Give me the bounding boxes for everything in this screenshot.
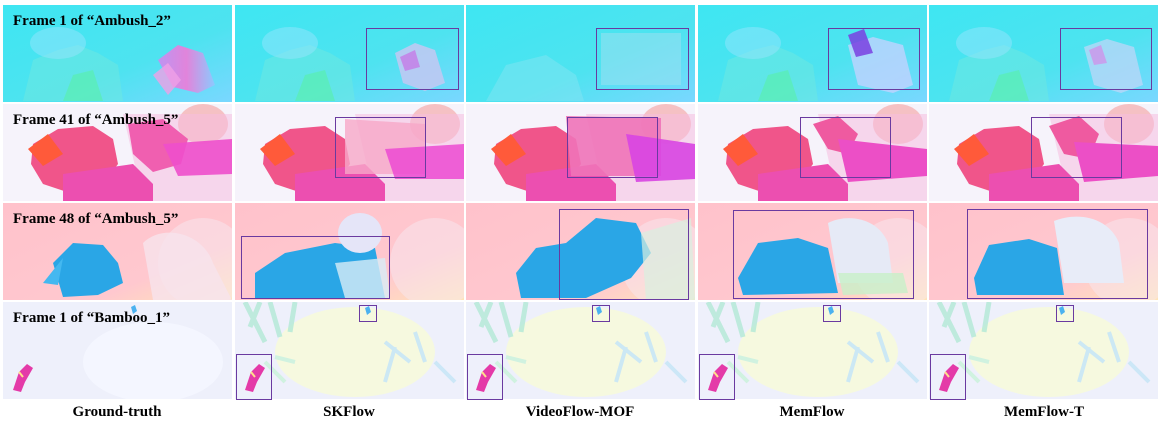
flow-image-ambush2-memflow-t: [929, 5, 1159, 102]
highlight-box: [967, 209, 1149, 299]
flow-image-ambush5a-memflow: [697, 104, 927, 201]
flow-image-ambush5a-memflow-t: [929, 104, 1159, 201]
highlight-box: [596, 28, 690, 90]
flow-image-bamboo1-memflow: [697, 302, 927, 399]
column-label-memflow-t: MemFlow-T: [1004, 404, 1084, 420]
highlight-box: [1031, 117, 1123, 178]
flow-image-ambush5b-skflow: [234, 203, 464, 300]
flow-image-ambush2-ground-truth: [3, 5, 232, 102]
highlight-box: [822, 305, 841, 322]
highlight-box: [930, 354, 967, 400]
highlight-box: [240, 236, 390, 299]
column-label-memflow: MemFlow: [779, 404, 845, 420]
highlight-box: [467, 354, 504, 400]
row-label: Frame 1 of “Ambush_2”: [13, 13, 171, 29]
highlight-box: [1060, 28, 1153, 90]
flow-image-bamboo1-skflow: [234, 302, 464, 399]
flow-image-ambush5b-ground-truth: [3, 203, 232, 300]
row-label: Frame 1 of “Bamboo_1”: [13, 310, 171, 326]
highlight-box: [1056, 305, 1075, 322]
highlight-box: [365, 28, 459, 90]
highlight-box: [334, 117, 426, 178]
flow-image-bamboo1-ground-truth: [3, 302, 232, 399]
highlight-box: [799, 117, 891, 178]
column-label-skflow: SKFlow: [323, 404, 375, 420]
highlight-box: [732, 210, 914, 299]
flow-image-ambush5b-memflow: [697, 203, 927, 300]
highlight-box: [235, 354, 272, 400]
highlight-box: [698, 354, 735, 400]
row-label: Frame 48 of “Ambush_5”: [13, 211, 179, 227]
column-label-videoflow-mof: VideoFlow-MOF: [525, 404, 635, 420]
flow-image-ambush2-skflow: [234, 5, 464, 102]
flow-comparison-grid: Frame 1 of “Ambush_2”: [3, 5, 1161, 401]
column-label-ground-truth: Ground-truth: [72, 404, 162, 420]
flow-image-ambush5a-videoflow-mof: [466, 104, 696, 201]
highlight-box: [827, 28, 920, 90]
flow-image-ambush2-memflow: [697, 5, 927, 102]
flow-image-ambush2-videoflow-mof: [466, 5, 696, 102]
highlight-box: [559, 209, 690, 300]
highlight-box: [567, 117, 659, 178]
row-label: Frame 41 of “Ambush_5”: [13, 112, 179, 128]
highlight-box: [592, 305, 611, 322]
highlight-box: [358, 305, 377, 322]
flow-image-bamboo1-memflow-t: [929, 302, 1159, 399]
flow-image-ambush5a-ground-truth: [3, 104, 232, 201]
flow-image-bamboo1-videoflow-mof: [466, 302, 696, 399]
flow-image-ambush5b-videoflow-mof: [466, 203, 696, 300]
